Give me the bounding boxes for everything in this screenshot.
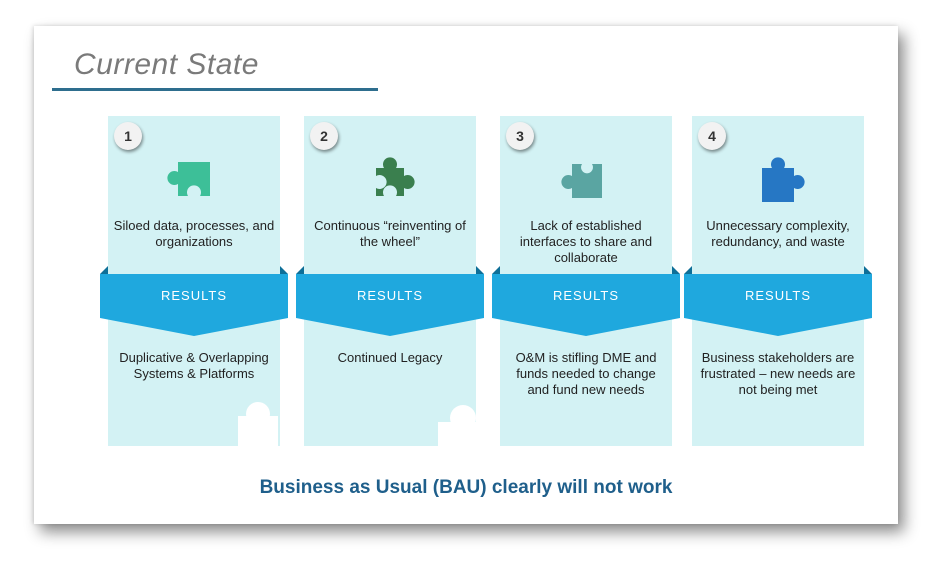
results-label: RESULTS [553, 288, 619, 303]
results-label: RESULTS [745, 288, 811, 303]
puzzle-edge-decoration [118, 402, 860, 476]
page-title: Current State [74, 48, 259, 81]
result-text: Continued Legacy [337, 350, 443, 365]
title-underline [52, 88, 378, 91]
number-badge: 3 [506, 122, 534, 150]
results-banner [492, 266, 680, 336]
result-text: O&M is stifling DME and funds needed to … [515, 350, 657, 397]
results-banner [684, 266, 872, 336]
results-label: RESULTS [161, 288, 227, 303]
slide: Current State 1 Siloed data, processes, … [34, 26, 898, 524]
number-badge: 4 [698, 122, 726, 150]
column-description: Siloed data, processes, and organization… [113, 218, 275, 249]
column-2: 2 Continuous “reinventing of the wheel” … [296, 116, 484, 471]
result-text: Duplicative & Overlapping Systems & Plat… [119, 350, 269, 381]
column-description: Continuous “reinventing of the wheel” [314, 218, 466, 249]
column-1: 1 Siloed data, processes, and organizati… [100, 116, 288, 471]
result-text: Business stakeholders are frustrated – n… [700, 350, 856, 397]
results-banner [100, 266, 288, 336]
footer-statement: Business as Usual (BAU) clearly will not… [259, 477, 673, 498]
column-4: 4 Unnecessary complexity, redundancy, an… [684, 116, 872, 471]
puzzle-piece-icon [376, 157, 415, 196]
number-badge: 2 [310, 122, 338, 150]
column-3: 3 Lack of established interfaces to shar… [492, 116, 680, 471]
column-description: Lack of established interfaces to share … [519, 218, 653, 265]
results-banner [296, 266, 484, 336]
number-badge: 1 [114, 122, 142, 150]
puzzle-piece-icon [561, 164, 602, 198]
column-description: Unnecessary complexity, redundancy, and … [706, 218, 850, 249]
puzzle-piece-icon [167, 162, 210, 196]
puzzle-piece-icon [762, 157, 805, 202]
results-label: RESULTS [357, 288, 423, 303]
